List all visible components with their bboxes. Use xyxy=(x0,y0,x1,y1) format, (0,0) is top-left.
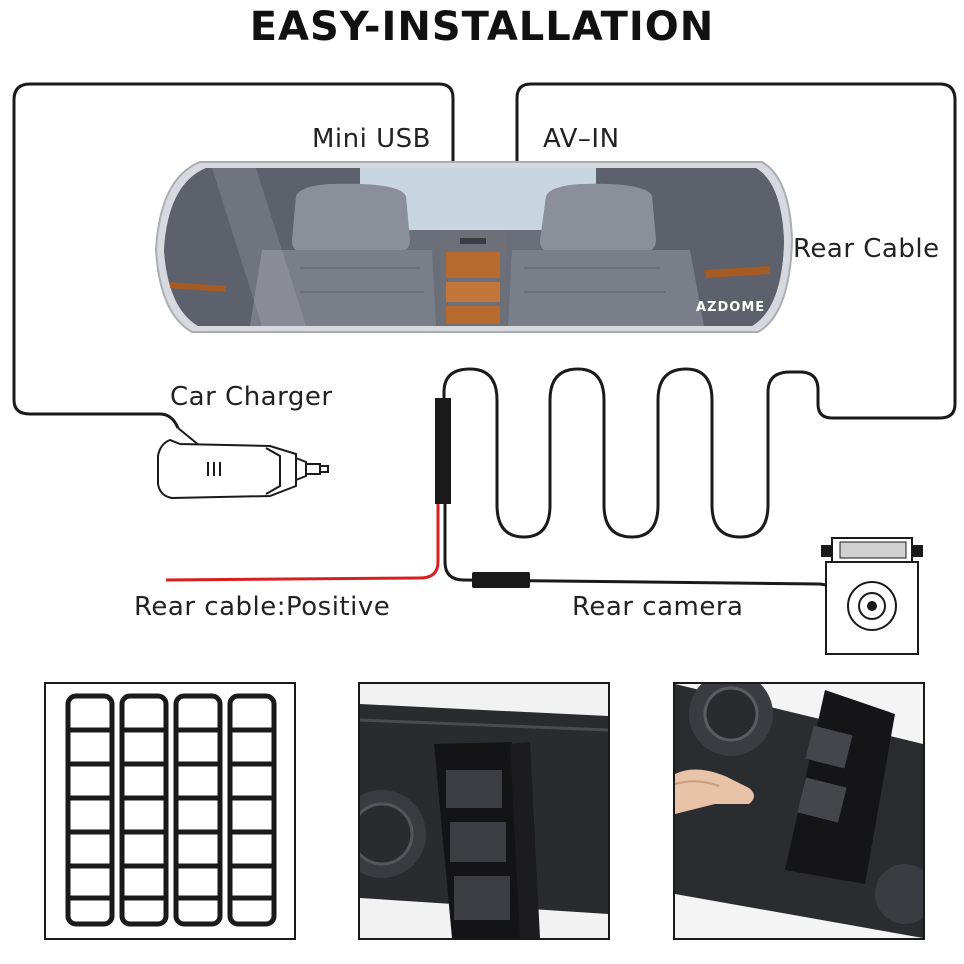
rear-camera-icon xyxy=(822,538,922,654)
rear-cable-coil xyxy=(444,369,790,537)
mirror-brand-logo: AZDOME xyxy=(696,300,765,315)
hand-install-icon xyxy=(675,684,923,938)
rubber-straps-icon xyxy=(46,684,294,938)
rear-positive-label: Rear cable:Positive xyxy=(134,592,390,622)
wiring-diagram xyxy=(0,0,964,680)
car-charger-icon xyxy=(158,428,328,498)
hand-installing-photo xyxy=(673,682,925,940)
rear-camera-label: Rear camera xyxy=(572,592,743,622)
strap-mounted-photo xyxy=(358,682,610,940)
rubber-straps-photo xyxy=(44,682,296,940)
mounted-strap-icon xyxy=(360,684,608,938)
cable-connector xyxy=(435,398,451,504)
av-in-label: AV–IN xyxy=(543,124,620,154)
positive-wire xyxy=(166,504,438,580)
inline-connector xyxy=(472,572,530,588)
car-charger-label: Car Charger xyxy=(170,382,333,412)
rear-cable-label: Rear Cable xyxy=(793,234,940,264)
mini-usb-label: Mini USB xyxy=(312,124,431,154)
